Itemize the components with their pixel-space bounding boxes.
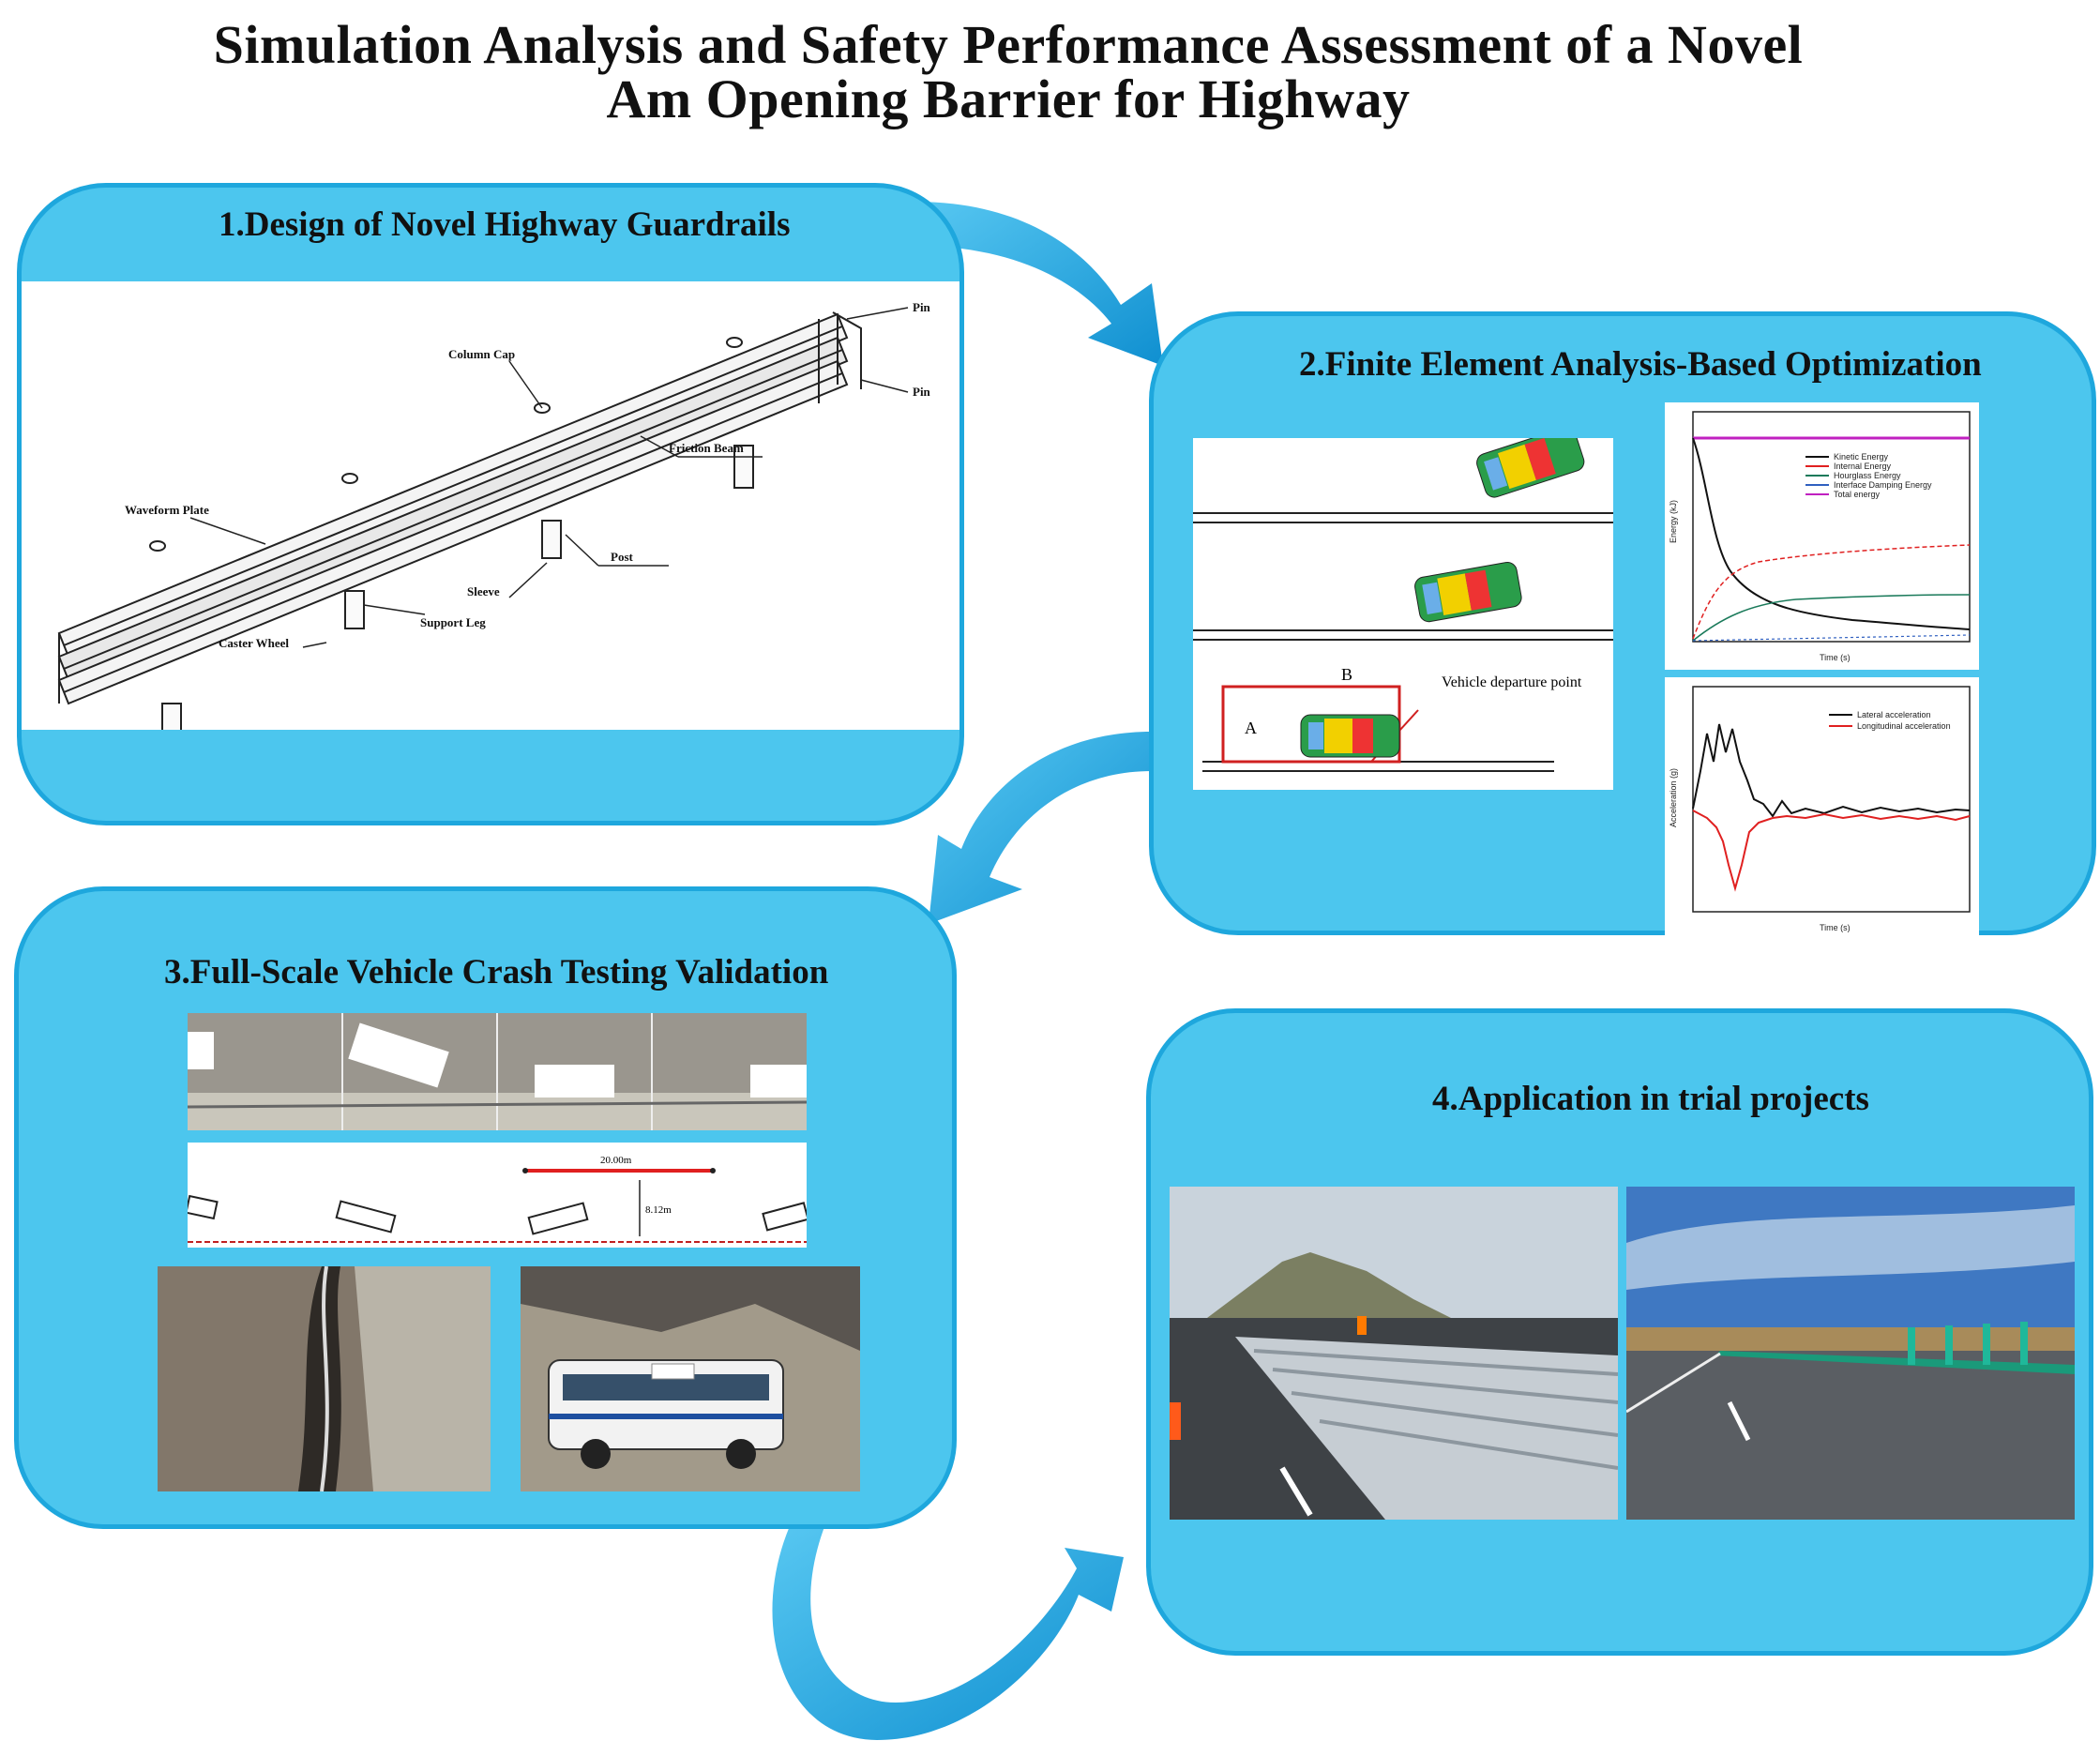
completed-road-svg	[1626, 1187, 2075, 1520]
panel-fea: 2.Finite Element Analysis-Based Optimiza…	[1149, 311, 2096, 940]
energy-ylabel: Energy (kJ)	[1669, 500, 1678, 543]
fea-simulation-frames: A B Vehicle departure point	[1193, 438, 1613, 790]
legend-damping: Interface Damping Energy	[1834, 480, 1932, 490]
label-b: B	[1341, 665, 1352, 684]
bus-test-svg	[521, 1266, 860, 1491]
bus-test-photo	[521, 1266, 860, 1491]
dim-length-label: 20.00m	[600, 1155, 632, 1166]
panel-design-title: 1.Design of Novel Highway Guardrails	[219, 205, 791, 244]
crash-sequence-photos	[188, 1013, 807, 1130]
legend-lateral: Lateral acceleration	[1857, 710, 1931, 719]
sim-car-3	[1300, 714, 1400, 758]
label-departure: Vehicle departure point	[1442, 674, 1582, 690]
guardrail-drawing: Pin Pin Column Cap Waveform Plate Fricti…	[22, 281, 959, 730]
legend-internal: Internal Energy	[1834, 462, 1892, 471]
legend-longitudinal: Longitudinal acceleration	[1857, 721, 1951, 731]
series-internal-energy	[1692, 544, 1971, 640]
sim-car-1	[1476, 438, 1585, 498]
panel-application: 4.Application in trial projects	[1146, 1008, 2093, 1656]
label-waveform-plate: Waveform Plate	[125, 503, 209, 517]
guardrail-schematic: Pin Pin Column Cap Waveform Plate Fricti…	[57, 300, 931, 730]
label-caster-wheel: Caster Wheel	[219, 636, 289, 650]
label-column-cap: Column Cap	[448, 347, 515, 361]
label-pin-bottom: Pin	[913, 385, 931, 399]
label-pin-top: Pin	[913, 300, 931, 314]
installation-photo	[1170, 1187, 1618, 1520]
energy-chart-svg: Kinetic Energy Internal Energy Hourglass…	[1669, 411, 1971, 662]
panel-crash-test: 3.Full-Scale Vehicle Crash Testing Valid…	[14, 886, 957, 1529]
accel-ylabel: Acceleration (g)	[1669, 768, 1678, 827]
label-sleeve: Sleeve	[467, 584, 500, 598]
legend-hourglass: Hourglass Energy	[1834, 471, 1901, 480]
series-longitudinal	[1692, 810, 1971, 892]
arrow-3-to-4	[772, 1520, 1124, 1740]
trajectory-diagram: 20.00m 8.12m	[188, 1143, 807, 1248]
title-line-1: Simulation Analysis and Safety Performan…	[213, 14, 1804, 75]
title-line-2: Am Opening Barrier for Highway	[606, 68, 1411, 129]
arrow-2-to-3	[929, 732, 1152, 924]
panel-application-title: 4.Application in trial projects	[1432, 1080, 1869, 1118]
panel-crash-title: 3.Full-Scale Vehicle Crash Testing Valid…	[164, 953, 829, 992]
barrier-damage-svg	[158, 1266, 491, 1491]
series-hourglass-energy	[1692, 594, 1971, 642]
series-lateral	[1692, 723, 1971, 818]
trajectory-svg: 20.00m 8.12m	[188, 1155, 807, 1243]
barrier-damage-photo	[158, 1266, 491, 1491]
completed-road-photo	[1626, 1187, 2075, 1520]
label-post: Post	[611, 550, 634, 564]
legend-total: Total energy	[1834, 490, 1881, 499]
label-support-leg: Support Leg	[420, 615, 486, 629]
sim-car-2	[1414, 561, 1522, 623]
fea-sim-svg: A B Vehicle departure point	[1193, 438, 1613, 772]
installation-svg	[1170, 1187, 1618, 1520]
acceleration-chart: Lateral acceleration Longitudinal accele…	[1665, 677, 1979, 940]
crash-sequence-svg	[188, 1013, 807, 1130]
label-a: A	[1245, 719, 1257, 737]
dim-width-label: 8.12m	[645, 1204, 672, 1216]
accel-chart-svg: Lateral acceleration Longitudinal accele…	[1669, 686, 1971, 932]
series-damping-energy	[1692, 634, 1971, 642]
energy-xlabel: Time (s)	[1820, 653, 1851, 662]
legend-kinetic: Kinetic Energy	[1834, 452, 1889, 462]
label-friction-beam: Friction Beam	[669, 441, 744, 455]
energy-chart: Kinetic Energy Internal Energy Hourglass…	[1665, 402, 1979, 670]
panel-fea-title: 2.Finite Element Analysis-Based Optimiza…	[1299, 345, 1982, 384]
panel-design: 1.Design of Novel Highway Guardrails	[17, 183, 964, 825]
series-kinetic-energy	[1692, 437, 1971, 630]
accel-xlabel: Time (s)	[1820, 923, 1851, 932]
